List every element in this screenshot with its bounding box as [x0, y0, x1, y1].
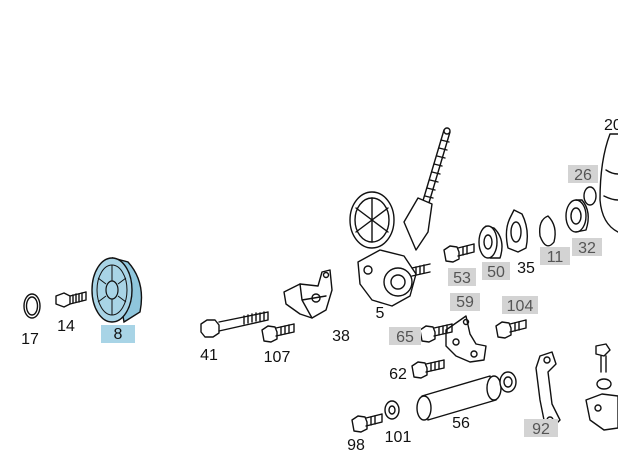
label-17[interactable]: 17 [21, 331, 39, 348]
label-8[interactable]: 8 [114, 326, 123, 343]
part-56-damper[interactable] [416, 371, 517, 421]
label-107[interactable]: 107 [264, 349, 291, 366]
right-edge-assembly[interactable] [585, 343, 618, 431]
part-5-belt-tensioner[interactable] [349, 127, 451, 307]
label-11[interactable]: 11 [547, 249, 564, 266]
label-62[interactable]: 62 [389, 366, 407, 383]
part-26-ring[interactable] [583, 186, 597, 206]
label-59[interactable]: 59 [456, 294, 474, 311]
part-11-snap-ring[interactable] [538, 215, 556, 247]
label-14[interactable]: 14 [57, 318, 75, 335]
label-20[interactable]: 20 [604, 117, 618, 134]
label-65[interactable]: 65 [396, 329, 414, 346]
part-62-bolt[interactable] [411, 359, 445, 379]
part-59-bracket[interactable] [445, 315, 487, 363]
part-101-washer[interactable] [384, 400, 400, 420]
label-56[interactable]: 56 [452, 415, 470, 432]
part-104-bolt[interactable] [495, 319, 527, 339]
part-65-bolt[interactable] [419, 323, 453, 343]
label-104[interactable]: 104 [507, 298, 534, 315]
part-92-lever[interactable] [535, 351, 561, 429]
label-35[interactable]: 35 [517, 260, 535, 277]
part-32-bearing[interactable] [565, 199, 589, 233]
part-107-bolt[interactable] [261, 323, 295, 343]
label-53[interactable]: 53 [453, 270, 471, 287]
part-41-long-bolt[interactable] [200, 311, 269, 338]
label-layer: 8 17 14 41 107 38 5 35 20 62 56 98 101 5… [21, 117, 618, 454]
label-32[interactable]: 32 [578, 240, 596, 257]
label-26[interactable]: 26 [574, 167, 592, 184]
part-50-bushing[interactable] [478, 225, 503, 259]
part-14-bolt[interactable] [55, 291, 87, 308]
label-50[interactable]: 50 [487, 264, 505, 281]
label-98[interactable]: 98 [347, 437, 365, 454]
label-38[interactable]: 38 [332, 328, 350, 345]
part-35-clip[interactable] [505, 209, 529, 253]
label-8-highlight-box [101, 325, 135, 343]
part-8-idler-pulley[interactable] [91, 257, 143, 324]
part-98-bolt[interactable] [351, 413, 383, 433]
label-41[interactable]: 41 [200, 347, 218, 364]
label-101[interactable]: 101 [385, 429, 412, 446]
label-92[interactable]: 92 [532, 421, 550, 438]
part-17-snap-ring[interactable] [23, 293, 41, 319]
part-20-pulley[interactable] [599, 133, 618, 233]
part-38-bracket[interactable] [283, 269, 333, 319]
part-53-bolt[interactable] [443, 243, 475, 263]
label-5[interactable]: 5 [376, 305, 385, 322]
